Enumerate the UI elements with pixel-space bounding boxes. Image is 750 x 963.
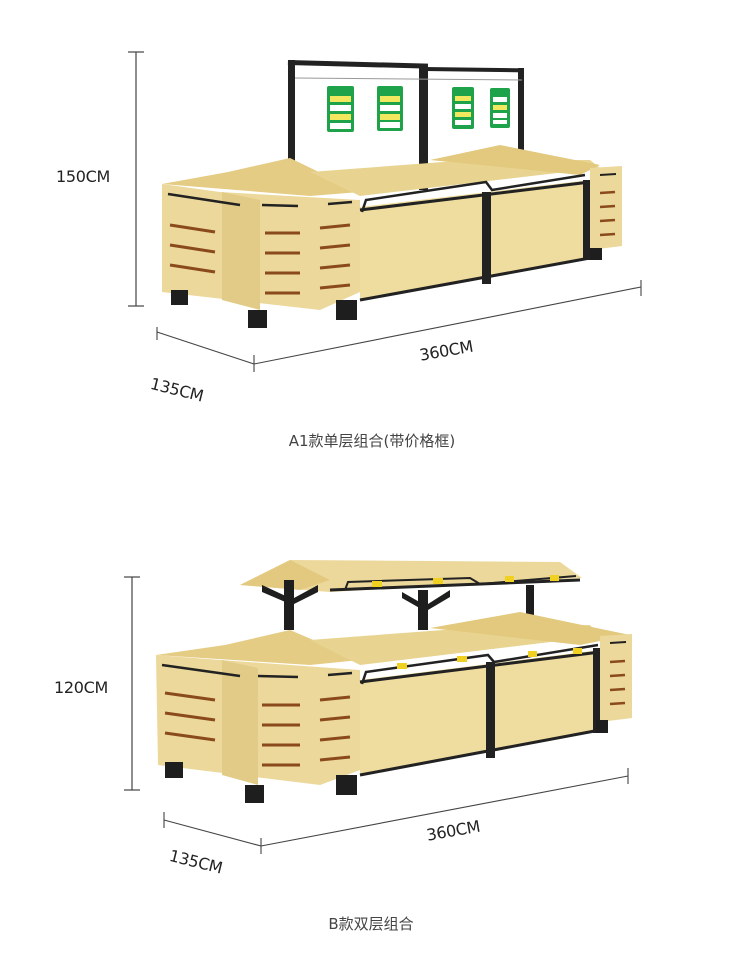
price-cards [327,86,510,132]
height-label-b: 120CM [54,678,109,697]
caption-b: B款双层组合 [328,915,414,933]
price-card-2 [377,86,403,131]
price-card-1 [327,86,354,132]
upper-shelf [240,560,582,630]
base-dimensions-b [163,768,629,854]
height-label-a1: 150CM [56,167,111,186]
height-dimension-a1 [128,51,144,307]
wooden-display-a1 [162,145,622,328]
wooden-display-b [156,612,632,803]
price-card-3 [452,87,474,129]
caption-a1: A1款单层组合(带价格框) [288,432,456,450]
price-frame-rack [287,59,524,190]
base-dimensions-a1 [156,280,642,372]
price-card-4 [490,88,510,128]
height-dimension-b [124,576,140,791]
